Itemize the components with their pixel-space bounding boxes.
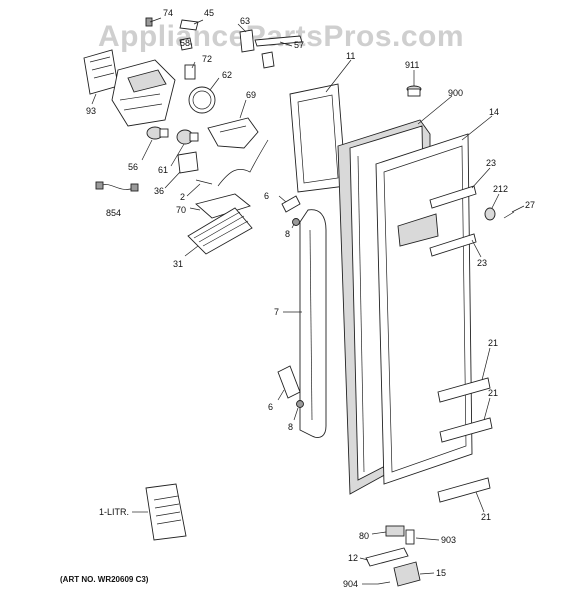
part-61-solenoid — [176, 129, 199, 145]
callout-80: 80 — [359, 531, 369, 541]
part-21-bin-middle — [439, 417, 493, 443]
callout-903: 903 — [441, 535, 456, 545]
part-80-cylinder — [385, 525, 405, 537]
part-small-bracket — [261, 51, 275, 69]
part-45-clip — [179, 19, 199, 31]
callout-62: 62 — [222, 70, 232, 80]
part-70-cover — [195, 193, 251, 219]
callout-21-upper: 21 — [488, 338, 498, 348]
callout-63: 63 — [240, 16, 250, 26]
part-12-bar — [365, 547, 409, 567]
callout-58: 58 — [180, 38, 190, 48]
callout-23-upper: 23 — [486, 158, 496, 168]
callout-70: 70 — [176, 205, 186, 215]
callout-74: 74 — [163, 8, 173, 18]
part-69-tray — [207, 117, 259, 149]
part-58-clip — [179, 37, 193, 51]
callout-56: 56 — [128, 162, 138, 172]
part-housing-assembly — [111, 59, 176, 127]
callout-2: 2 — [180, 192, 185, 202]
leader-lines — [91, 17, 525, 585]
part-911-cap — [406, 85, 422, 97]
part-8-screw-upper — [292, 218, 300, 226]
part-23-shelf-upper — [429, 185, 477, 209]
callout-7: 7 — [274, 307, 279, 317]
part-74-screw — [145, 17, 153, 27]
callout-854: 854 — [106, 208, 121, 218]
callout-72: 72 — [202, 54, 212, 64]
part-21-bin-lower — [437, 477, 491, 503]
callout-69: 69 — [246, 90, 256, 100]
callout-61: 61 — [158, 165, 168, 175]
part-62-ring — [188, 86, 216, 114]
part-57-arm — [254, 35, 303, 47]
part-15-housing — [393, 561, 421, 587]
part-7-handle — [299, 209, 327, 438]
part-manual-booklet — [145, 483, 187, 541]
callout-8-lower: 8 — [288, 422, 293, 432]
part-63-bracket — [239, 29, 255, 53]
part-36-block — [177, 151, 199, 174]
part-56-knob — [146, 126, 169, 140]
callout-31: 31 — [173, 259, 183, 269]
part-72-switch — [184, 64, 196, 80]
callout-8-upper: 8 — [285, 229, 290, 239]
part-2-pin — [195, 179, 213, 185]
callout-93: 93 — [86, 106, 96, 116]
callout-904: 904 — [343, 579, 358, 589]
callout-21-lower: 21 — [481, 512, 491, 522]
callout-manual: 1-LITR. — [99, 507, 129, 517]
callouts: 74 45 63 58 57 72 62 93 69 56 61 36 2 85… — [86, 8, 535, 589]
art-number: (ART NO. WR20609 C3) — [60, 575, 149, 584]
callout-23-lower: 23 — [477, 258, 487, 268]
watermark: AppliancePartsPros.com — [98, 20, 464, 53]
callout-6-lower: 6 — [268, 402, 273, 412]
part-8-screw-lower — [296, 400, 304, 408]
part-wire-harness — [217, 139, 269, 187]
part-212-roller — [484, 207, 496, 221]
callout-900: 900 — [448, 88, 463, 98]
callout-57: 57 — [294, 40, 304, 50]
part-11-frame — [289, 83, 347, 193]
part-6-cap-upper — [281, 195, 301, 213]
callout-21-middle: 21 — [488, 388, 498, 398]
callout-15: 15 — [436, 568, 446, 578]
part-21-bin-upper — [437, 377, 491, 403]
part-93-control-board — [83, 49, 119, 95]
part-27-screw — [503, 211, 515, 219]
callout-12: 12 — [348, 553, 358, 563]
part-31-grille — [187, 207, 253, 255]
part-854-harness — [95, 181, 139, 192]
part-904-screw — [377, 581, 391, 585]
callout-11: 11 — [346, 51, 355, 61]
callout-36: 36 — [154, 186, 164, 196]
part-6-cap-lower — [277, 365, 301, 399]
callout-212: 212 — [493, 184, 508, 194]
part-903-valve — [405, 529, 415, 545]
part-23-shelf-lower — [429, 233, 477, 257]
callout-14: 14 — [489, 107, 499, 117]
callout-911: 911 — [405, 60, 419, 70]
callout-6-upper: 6 — [264, 191, 269, 201]
callout-27: 27 — [525, 200, 535, 210]
callout-45: 45 — [204, 8, 214, 18]
